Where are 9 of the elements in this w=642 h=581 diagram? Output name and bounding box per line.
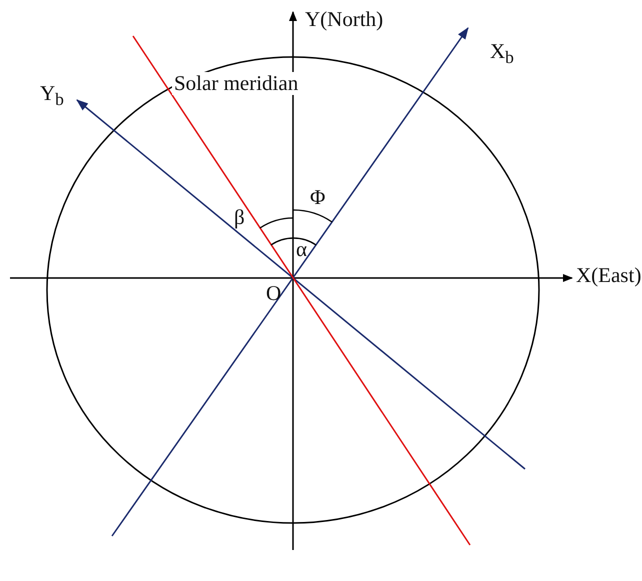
- axis-label: X(East): [576, 264, 642, 288]
- origin-label: O: [266, 282, 282, 306]
- angle-label: α: [296, 238, 308, 262]
- angle-label: Φ: [310, 186, 326, 210]
- axis-label: Y(North): [305, 8, 384, 32]
- axis-label: Y$_{b}$: [40, 82, 64, 110]
- axis-label: X$_{b}$: [490, 40, 514, 68]
- line-label: Solar meridian: [172, 72, 300, 96]
- angle-label: β: [234, 206, 245, 230]
